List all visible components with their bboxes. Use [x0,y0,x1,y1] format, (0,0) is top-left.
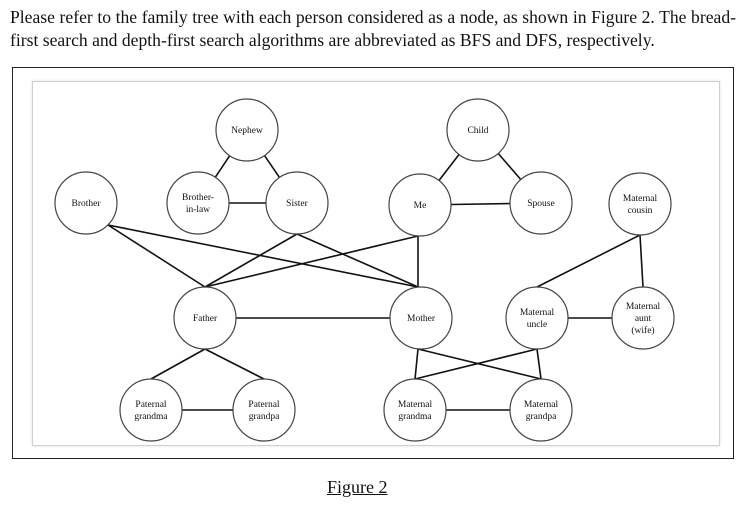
node-label: Nephew [231,126,263,136]
edge-nephew-brother-in-law [214,155,231,178]
node-label: Brother [71,199,101,209]
edge-mother-maternal-grandpa [417,348,542,380]
edge-brother-father [107,224,206,288]
edge-brother-mother [107,224,419,288]
node-maternal-grandma: Maternal grandma [383,378,447,442]
node-circle [119,378,183,442]
node-circle [215,98,279,162]
node-spouse: Spouse [509,171,573,235]
node-father: Father [173,286,237,350]
problem-statement: Please refer to the family tree with eac… [10,7,736,50]
edge-maternal-cousin-maternal-aunt [639,234,644,288]
node-brother: Brother [54,171,118,235]
node-label: Child [467,126,488,136]
edge-me-father [204,235,419,288]
edge-maternal-uncle-maternal-cousin [536,234,641,288]
node-label: Brother- [182,193,214,203]
node-label: Maternal [398,400,433,410]
node-maternal-aunt: Maternal aunt(wife) [611,286,675,350]
edge-father-paternal-grandma [150,348,206,380]
node-maternal-grandpa: Maternal grandpa [509,378,573,442]
node-label: Paternal [135,400,166,410]
node-brother-in-law: Brother-in-law [166,171,230,235]
node-label: Maternal [623,194,658,204]
edge-sister-mother [296,233,419,288]
edge-nephew-sister [263,155,281,178]
node-label: grandpa [249,412,280,422]
edge-sister-father [204,233,298,288]
node-me: Me [388,173,452,237]
node-circle [383,378,447,442]
edge-mother-maternal-grandma [414,348,419,380]
node-circle [173,286,237,350]
node-label: (wife) [631,325,654,336]
node-label: Father [193,314,218,324]
node-circle [611,286,675,350]
node-label: aunt [635,314,652,324]
node-circle [166,171,230,235]
node-label: Maternal [520,308,555,318]
node-sister: Sister [265,171,329,235]
edge-me-spouse [450,202,511,206]
node-label: uncle [527,320,548,330]
node-label: Mother [407,314,436,324]
node-label: grandma [398,412,432,422]
node-circle [509,378,573,442]
node-label: Sister [286,199,308,209]
node-label: grandpa [526,412,557,422]
node-label: Maternal [626,302,661,312]
node-label: grandma [134,412,168,422]
node-mother: Mother [389,286,453,350]
node-circle [389,286,453,350]
node-label: Me [414,201,427,211]
node-label: cousin [628,206,653,216]
node-circle [509,171,573,235]
node-paternal-grandma: Paternal grandma [119,378,183,442]
node-nephew: Nephew [215,98,279,162]
figure-caption: Figure 2 [327,477,388,497]
edge-maternal-uncle-maternal-grandma [414,348,538,380]
edges-layer [107,152,644,411]
node-label: Maternal [524,400,559,410]
edge-maternal-uncle-maternal-grandpa [536,348,542,380]
node-label: Paternal [248,400,279,410]
node-circle [608,172,672,236]
node-circle [446,98,510,162]
node-circle [232,378,296,442]
node-child: Child [446,98,510,162]
node-circle [54,171,118,235]
node-circle [505,286,569,350]
node-paternal-grandpa: Paternal grandpa [232,378,296,442]
node-label: Spouse [527,199,554,209]
node-maternal-cousin: Maternal cousin [608,172,672,236]
edge-father-paternal-grandpa [204,348,265,380]
node-circle [265,171,329,235]
edge-child-spouse [497,152,522,181]
edge-child-me [438,154,460,181]
node-maternal-uncle: Maternal uncle [505,286,569,350]
node-label: in-law [186,205,210,215]
node-circle [388,173,452,237]
